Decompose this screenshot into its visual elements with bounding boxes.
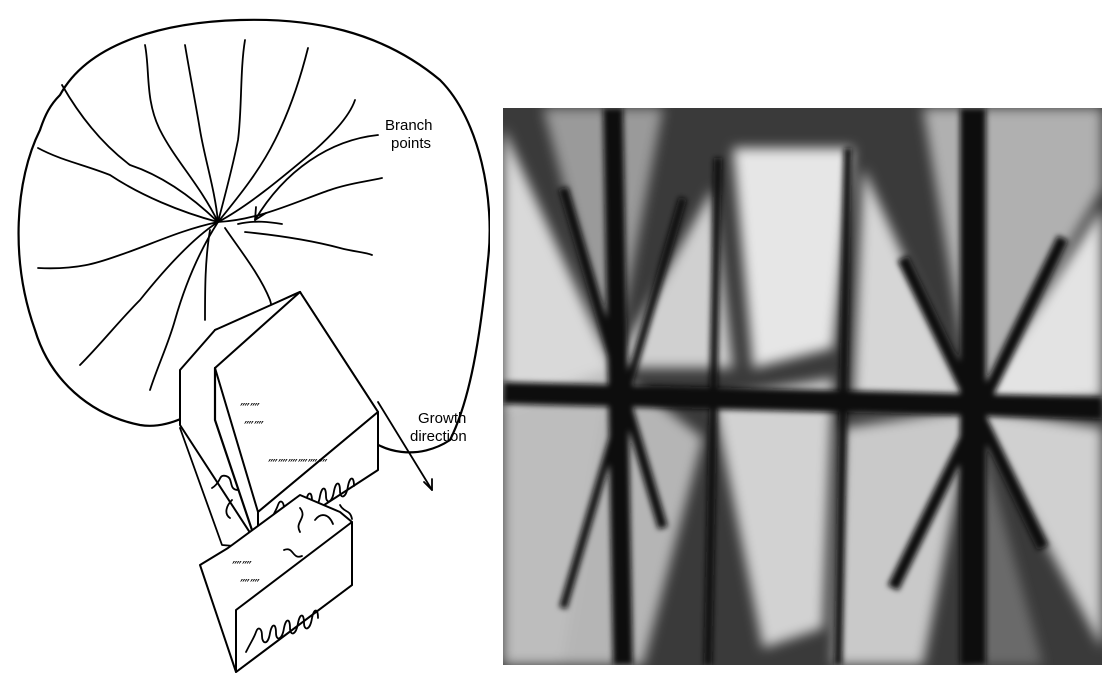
svg-text:⁗⁗: ⁗⁗ [232, 559, 252, 576]
spherulite-schematic-diagram: ⁗⁗ ⁗⁗ ⁗⁗⁗⁗⁗⁗ ⁗⁗ ⁗⁗ B [0, 0, 490, 677]
svg-text:⁗⁗⁗⁗⁗⁗: ⁗⁗⁗⁗⁗⁗ [268, 457, 328, 474]
growth-direction-label: Growth direction [410, 410, 471, 445]
lamella-block-lower: ⁗⁗ ⁗⁗ [200, 495, 352, 672]
branch-points-label: Branch points [385, 117, 437, 152]
svg-text:⁗⁗: ⁗⁗ [240, 577, 260, 594]
polarized-light-micrograph [503, 108, 1102, 665]
chain-fold-marks: ⁗⁗ [240, 401, 260, 418]
svg-text:⁗⁗: ⁗⁗ [244, 419, 264, 436]
